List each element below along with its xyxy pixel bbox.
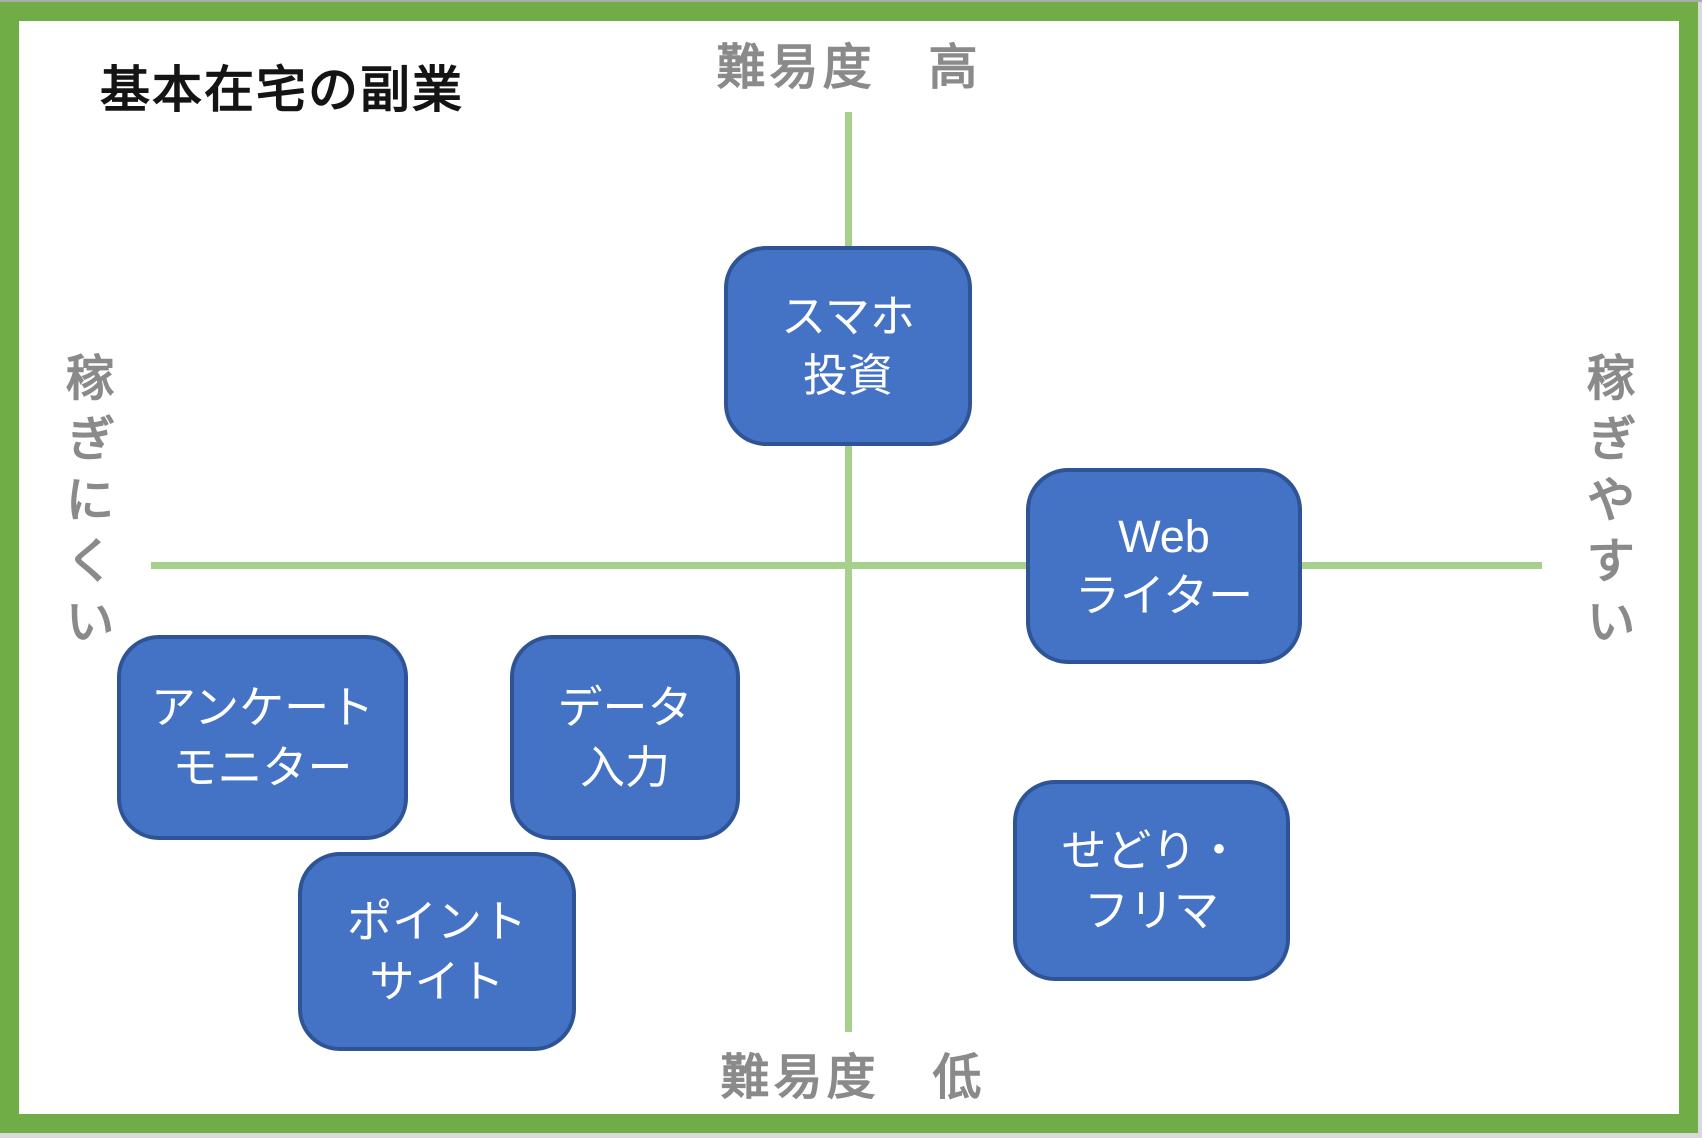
vertical-axis-line (845, 112, 852, 1032)
screenshot-top-edge (0, 0, 1702, 2)
node-point-site: ポイント サイト (298, 852, 576, 1051)
axis-label-difficulty-low: 難易度 低 (720, 1051, 986, 1105)
node-data-entry: データ 入力 (510, 635, 740, 840)
axis-label-easy-to-earn: 稼ぎやすい (1579, 352, 1634, 657)
node-smartphone-investing: スマホ 投資 (724, 246, 972, 446)
node-web-writer: Web ライター (1026, 468, 1302, 664)
horizontal-axis-line (151, 562, 1542, 569)
axis-label-hard-to-earn: 稼ぎにくい (58, 352, 113, 657)
node-survey-monitor: アンケート モニター (117, 635, 408, 840)
axis-label-difficulty-high: 難易度 高 (716, 41, 982, 95)
diagram-title: 基本在宅の副業 (100, 62, 464, 118)
node-sedori-flea-market: せどり・ フリマ (1013, 780, 1290, 981)
